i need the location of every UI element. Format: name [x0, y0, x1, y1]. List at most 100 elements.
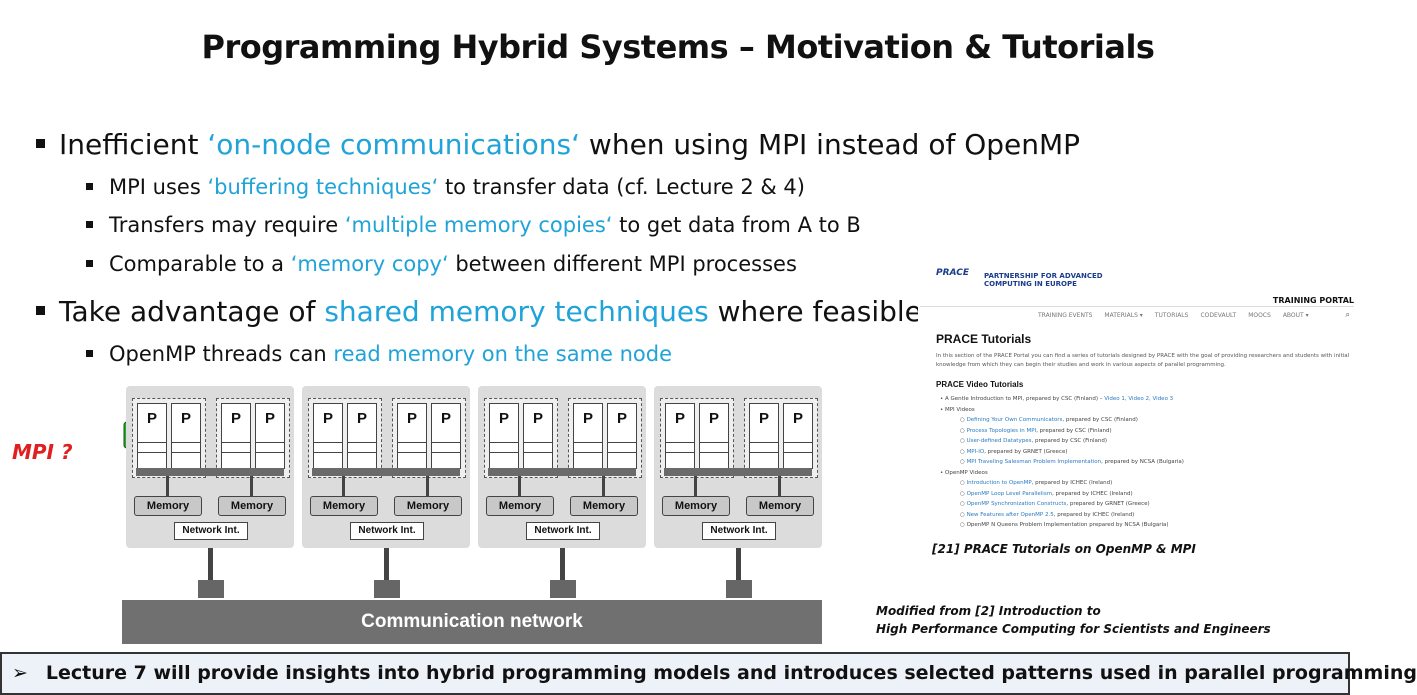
nav-item[interactable]: TRAINING EVENTS — [1038, 312, 1093, 319]
list-text: , prepared by GRNET (Greece) — [1066, 501, 1150, 507]
processor-label: P — [230, 410, 241, 427]
tutorial-link[interactable]: New Features after OpenMP 2.5 — [966, 511, 1054, 518]
footer-banner: ➢Lecture 7 will provide insights into hy… — [0, 652, 1417, 695]
tutorial-link[interactable]: Process Topologies in MPI — [966, 427, 1037, 434]
nav-item[interactable]: CODEVAULT — [1200, 312, 1237, 319]
processor-core: P — [137, 403, 167, 469]
search-icon[interactable]: ⌕ — [1345, 310, 1350, 319]
cache-line — [490, 452, 518, 462]
footer-text: Lecture 7 will provide insights into hyb… — [45, 662, 1417, 684]
bullet-highlight: ‘memory copy‘ — [290, 252, 449, 276]
list-bullet-icon: ○ — [960, 480, 967, 486]
list-bullet-icon: ○ — [960, 427, 967, 434]
bullet-text: OpenMP threads can — [109, 342, 334, 366]
nav-item[interactable]: ABOUT ▾ — [1282, 312, 1309, 319]
cache-line — [666, 442, 694, 452]
cache-line — [432, 442, 460, 452]
list-text: A Gentle Introduction to MPI, prepared b… — [945, 396, 1105, 402]
bullet-text: when using MPI instead of OpenMP — [580, 128, 1081, 161]
bus-connector — [250, 476, 253, 496]
processor-core: P — [431, 403, 461, 469]
bullet-highlight: ‘multiple memory copies‘ — [344, 213, 613, 237]
bullet-square-icon — [36, 138, 45, 148]
cache-line — [490, 442, 518, 452]
list-bullet-icon: • — [940, 406, 945, 413]
tutorial-link[interactable]: OpenMP Loop Level Parallelism — [966, 490, 1053, 497]
cache-line — [172, 442, 200, 452]
subbullet-buffering: MPI uses ‘buffering techniques‘ to trans… — [86, 175, 805, 199]
tutorial-link[interactable]: Defining Your Own Communicators — [966, 417, 1063, 423]
tutorial-link[interactable]: MPI-IO — [966, 448, 985, 455]
list-text: , prepared by ICHEC (Ireland) — [1052, 490, 1133, 497]
processor-label: P — [498, 410, 509, 427]
list-bullet-icon: • — [940, 396, 945, 402]
tutorial-link[interactable]: Introduction to OpenMP — [966, 480, 1032, 486]
tutorial-link[interactable]: Video 1, Video 2, Video 3 — [1104, 396, 1174, 402]
memory-bus — [664, 468, 812, 476]
bullet-text: to transfer data (cf. Lecture 2 & 4) — [438, 175, 805, 199]
cache-line — [750, 452, 778, 462]
network-interface: Network Int. — [174, 522, 248, 540]
network-interface: Network Int. — [526, 522, 600, 540]
tutorial-list-item: ○ New Features after OpenMP 2.5, prepare… — [940, 510, 1184, 521]
bus-connector — [166, 476, 169, 496]
nav-divider — [920, 306, 1354, 307]
subbullet-openmp-threads: OpenMP threads can read memory on the sa… — [86, 342, 672, 366]
bullet-highlight: shared memory techniques — [324, 295, 709, 328]
bullet-square-icon — [36, 305, 45, 315]
cache-line — [608, 452, 636, 462]
bus-connector — [694, 476, 697, 496]
bullet-square-icon — [86, 220, 93, 228]
tutorial-link[interactable]: OpenMP Synchronization Constructs — [966, 501, 1067, 507]
nav-item[interactable]: MOOCS — [1248, 312, 1271, 319]
source-line-1: Modified from [2] Introduction to — [876, 604, 1101, 618]
bus-connector — [778, 476, 781, 496]
processor-label: P — [440, 410, 451, 427]
list-text: , prepared by CSC (Finland) — [1036, 427, 1112, 434]
processor-core: P — [749, 403, 779, 469]
list-bullet-icon: • — [940, 469, 945, 476]
processor-label: P — [180, 410, 191, 427]
processor-core: P — [397, 403, 427, 469]
tutorial-link[interactable]: User-defined Datatypes — [966, 438, 1032, 444]
list-text: , prepared by CSC (Finland) — [1062, 417, 1138, 423]
prace-subheading: PRACE Video Tutorials — [936, 380, 1024, 389]
cache-line — [256, 442, 284, 452]
processor-label: P — [406, 410, 417, 427]
nav-item[interactable]: MATERIALS ▾ — [1104, 312, 1143, 319]
network-cable — [560, 548, 565, 582]
bullet-text: where feasible — [708, 295, 922, 328]
memory-bus — [136, 468, 284, 476]
tutorial-list-item: • OpenMP Videos — [940, 468, 1184, 479]
list-text: OpenMP N Queens Problem Implementation p… — [966, 522, 1169, 528]
processor-label: P — [758, 410, 769, 427]
cache-line — [666, 452, 694, 462]
memory-module: Memory — [394, 496, 462, 516]
network-connector — [550, 580, 576, 598]
tutorial-list-item: ○ Introduction to OpenMP, prepared by IC… — [940, 478, 1184, 489]
bullet-square-icon — [86, 259, 93, 267]
processor-core: P — [221, 403, 251, 469]
memory-module: Memory — [486, 496, 554, 516]
bus-connector — [518, 476, 521, 496]
bullet-text: Comparable to a — [109, 252, 291, 276]
tutorial-link[interactable]: MPI Traveling Salesman Problem Implement… — [966, 459, 1102, 465]
training-portal-label: TRAINING PORTAL — [1272, 296, 1354, 305]
list-bullet-icon: ○ — [960, 522, 967, 528]
nav-item[interactable]: TUTORIALS — [1154, 312, 1189, 319]
memory-bus — [488, 468, 636, 476]
list-bullet-icon: ○ — [960, 417, 967, 423]
tutorial-list-item: • MPI Videos — [940, 405, 1184, 416]
bullet-text: between different MPI processes — [448, 252, 797, 276]
bullet-text: Take advantage of — [59, 295, 325, 328]
bullet-shared-memory: Take advantage of shared memory techniqu… — [36, 295, 922, 328]
cache-line — [172, 452, 200, 462]
cache-line — [574, 442, 602, 452]
bus-connector — [602, 476, 605, 496]
